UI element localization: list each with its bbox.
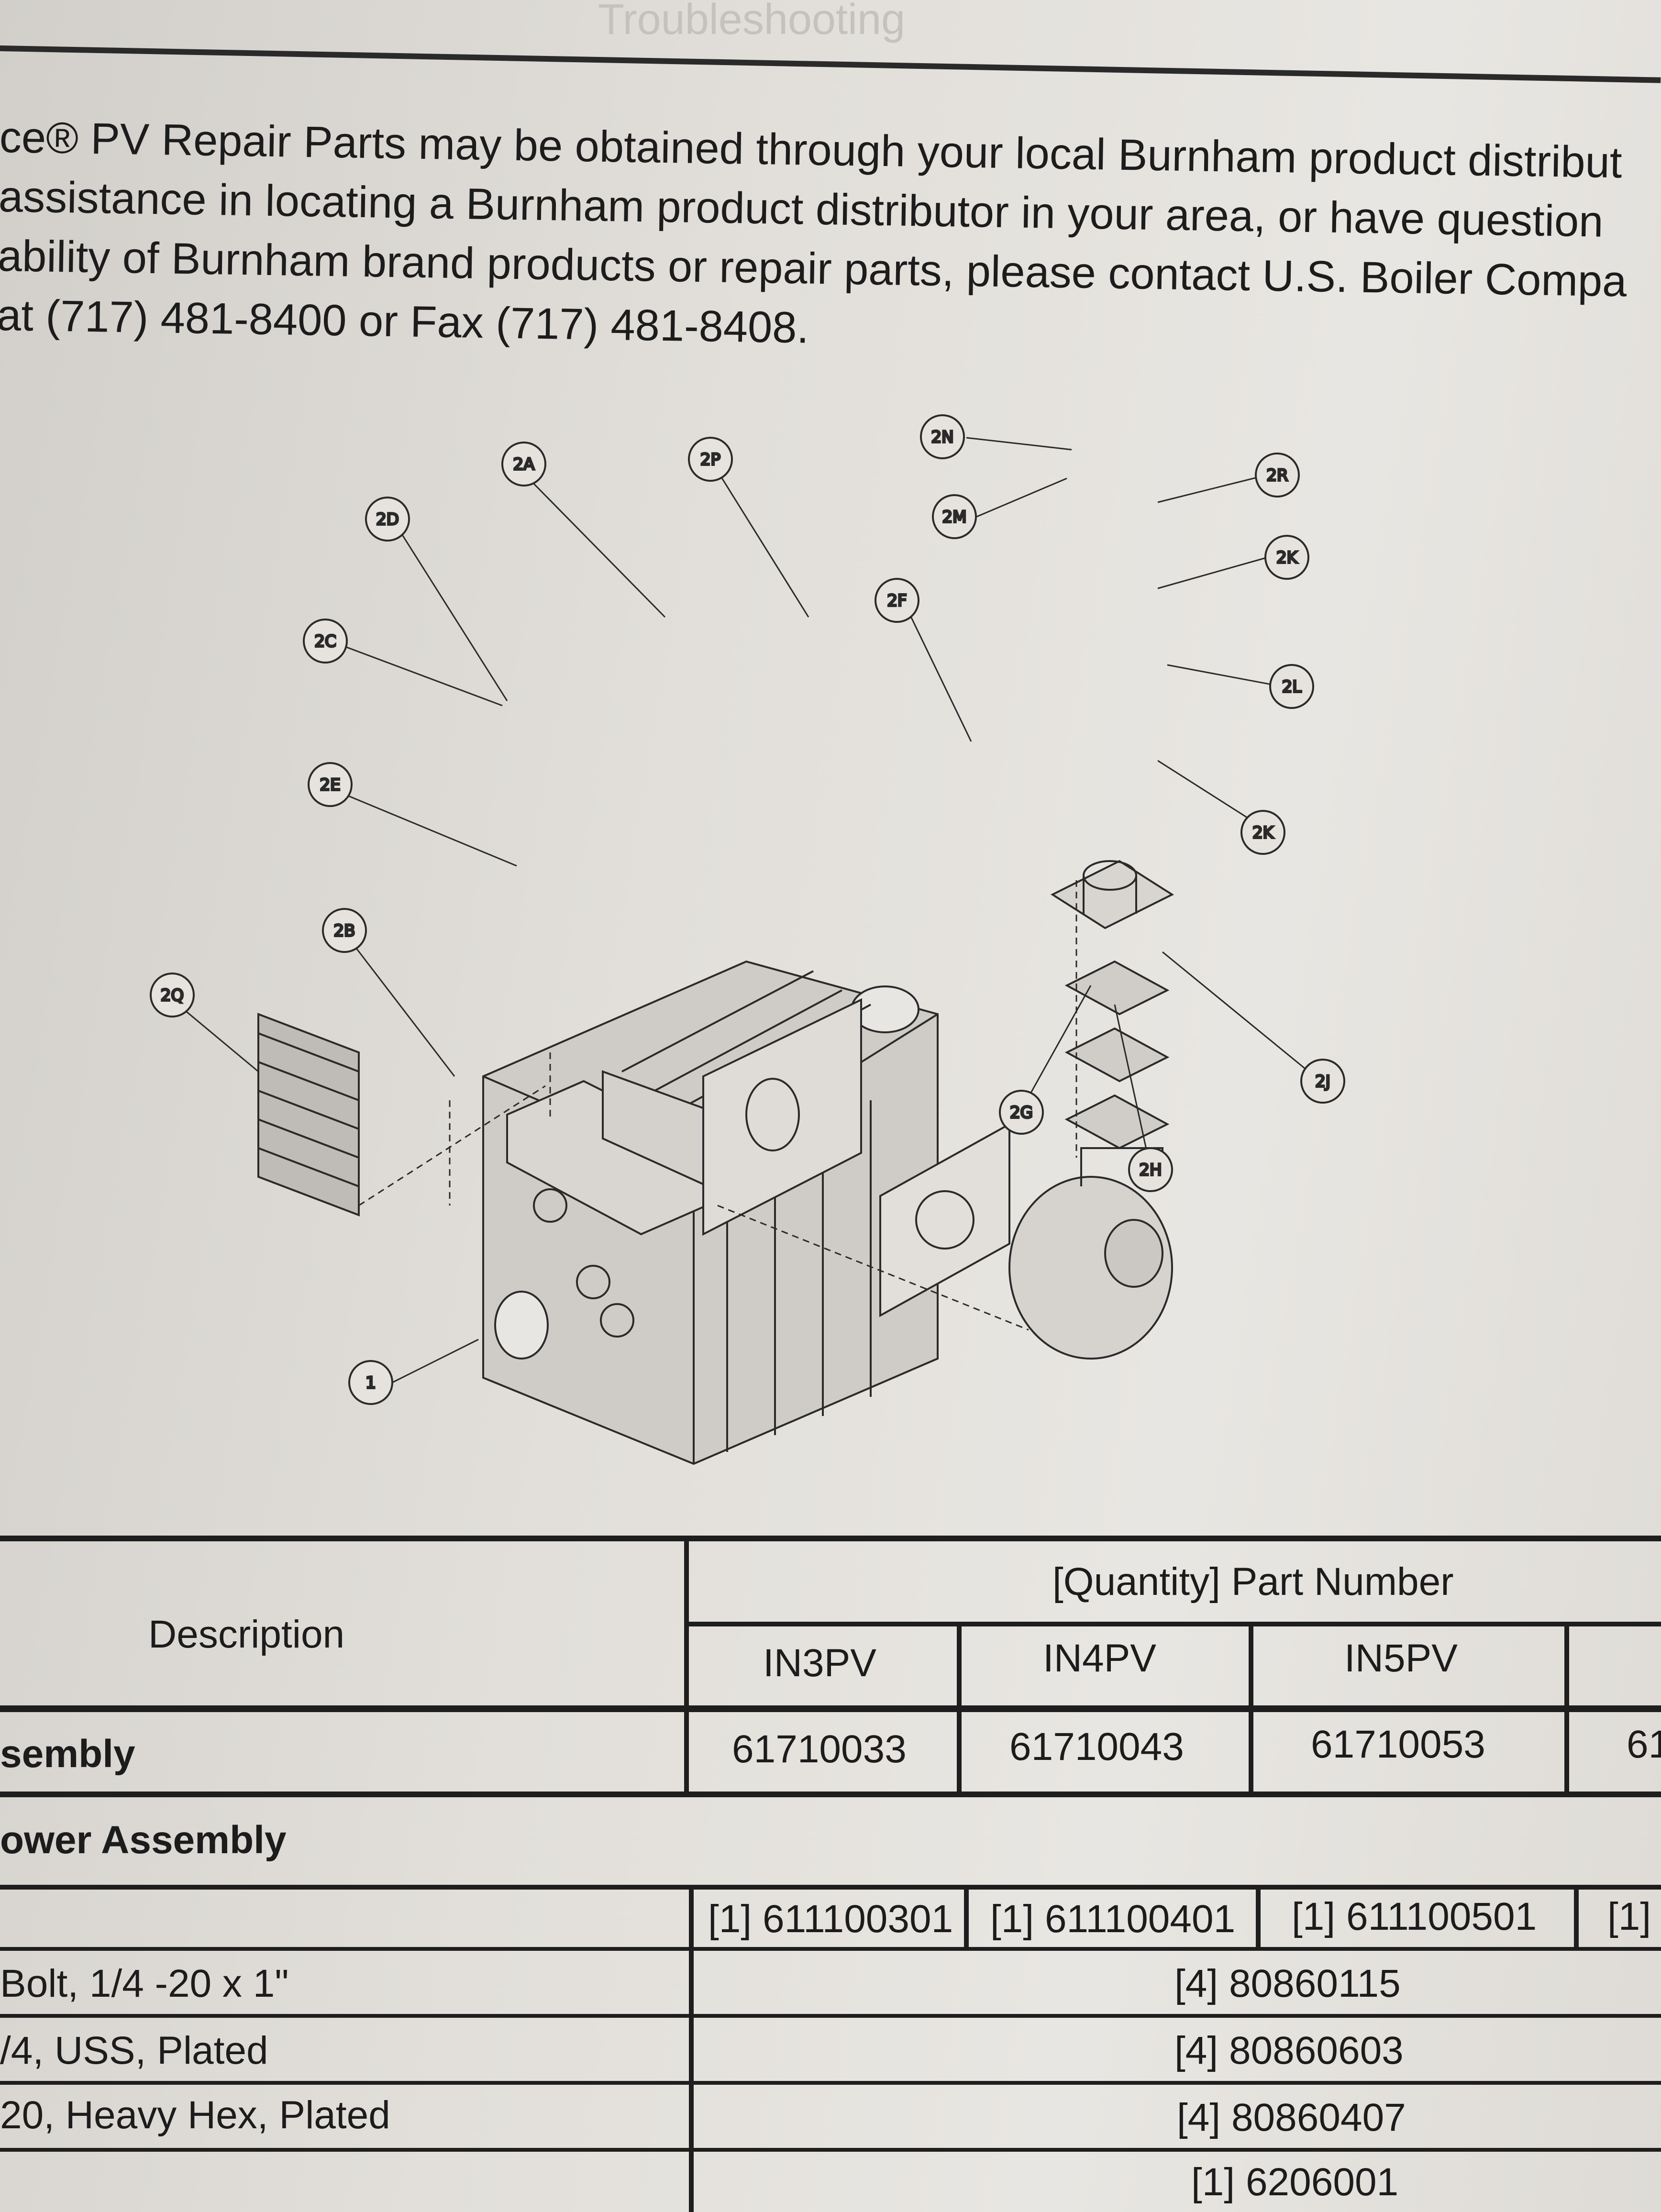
callout-2q: 2Q <box>150 973 195 1018</box>
svg-text:2N: 2N <box>931 428 953 447</box>
svg-text:2K: 2K <box>1276 548 1298 567</box>
model-in3pv: IN3PV <box>763 1641 876 1685</box>
blower-in4pv: [1] 611100401 <box>990 1897 1236 1941</box>
callout-2l: 2L <box>1269 664 1314 709</box>
callout-2m: 2M <box>932 494 977 539</box>
callout-2k: 2K <box>1264 535 1309 580</box>
blower-in5pv: [1] 611100501 <box>1292 1895 1537 1938</box>
section-title: ower Assembly <box>0 1818 287 1862</box>
svg-text:2J: 2J <box>1315 1072 1330 1091</box>
callout-1: 1 <box>348 1360 393 1405</box>
callout-2f: 2F <box>875 578 919 623</box>
bolt-part: [4] 80860115 <box>1174 1962 1401 2005</box>
svg-text:2A: 2A <box>513 455 535 474</box>
callout-2p: 2P <box>688 437 733 482</box>
model-in4pv: IN4PV <box>1043 1637 1156 1680</box>
washer-part: [4] 80860603 <box>1174 2029 1404 2072</box>
svg-text:2K: 2K <box>1252 823 1274 842</box>
svg-text:2C: 2C <box>314 632 336 651</box>
intro-paragraph: ce® PV Repair Parts may be obtained thro… <box>0 108 1661 372</box>
blower-in3pv: [1] 611100301 <box>708 1897 953 1941</box>
model-in5pv: IN5PV <box>1344 1637 1458 1680</box>
top-divider <box>0 45 1661 83</box>
side-panel-2q <box>257 1013 360 1217</box>
callout-2h: 2H <box>1128 1147 1173 1192</box>
gasket-2f <box>879 1122 1010 1317</box>
callout-2k: 2K <box>1240 810 1285 855</box>
svg-text:1: 1 <box>365 1373 376 1393</box>
burner-box <box>506 998 862 1236</box>
bolt-label: Bolt, 1/4 -20 x 1" <box>0 1962 289 2005</box>
assembly-label: sembly <box>0 1732 135 1776</box>
svg-text:2L: 2L <box>1282 677 1302 697</box>
svg-text:2P: 2P <box>700 450 720 469</box>
quantity-part-header: [Quantity] Part Number <box>1052 1560 1454 1604</box>
parts-table: [Quantity] Part Number Description IN3PV… <box>0 1536 1661 2212</box>
svg-text:2G: 2G <box>1010 1103 1033 1122</box>
callout-2e: 2E <box>308 762 353 807</box>
callout-2a: 2A <box>501 442 546 487</box>
callout-2d: 2D <box>365 497 410 542</box>
callout-2r: 2R <box>1255 453 1300 498</box>
washer-label: /4, USS, Plated <box>0 2029 268 2072</box>
exploded-parts-diagram: 2A 2P 2N 2M 2R 2D 2K 2C 2F 2L 2E 2K 2B 2… <box>150 414 1345 1465</box>
nut-label: 20, Heavy Hex, Plated <box>0 2093 390 2137</box>
assembly-in4pv: 61710043 <box>1009 1725 1184 1769</box>
last-row-part: [1] 6206001 <box>1191 2160 1399 2204</box>
svg-text:2D: 2D <box>376 510 399 529</box>
svg-text:2M: 2M <box>942 508 967 527</box>
description-header: Description <box>148 1613 345 1656</box>
callout-2j: 2J <box>1300 1059 1345 1104</box>
callouts: 2A 2P 2N 2M 2R 2D 2K 2C 2F 2L 2E 2K 2B 2… <box>150 414 1345 1405</box>
svg-text:2Q: 2Q <box>161 986 184 1005</box>
callout-2g: 2G <box>999 1090 1044 1135</box>
svg-text:2F: 2F <box>887 591 907 610</box>
assembly-next: 61 <box>1627 1723 1661 1766</box>
blower-assembly <box>1008 1147 1173 1360</box>
ghost-heading: Troubleshooting <box>598 0 906 44</box>
assembly-in5pv: 61710053 <box>1311 1723 1485 1766</box>
assembly-in3pv: 61710033 <box>732 1727 907 1771</box>
svg-text:2E: 2E <box>320 775 340 795</box>
blower-next: [1] <box>1607 1895 1651 1938</box>
nut-part: [4] 80860407 <box>1177 2096 1406 2139</box>
callout-2c: 2C <box>303 619 348 664</box>
callout-2n: 2N <box>920 414 965 459</box>
svg-text:2H: 2H <box>1139 1161 1162 1180</box>
svg-text:2R: 2R <box>1266 466 1288 485</box>
callout-2b: 2B <box>322 908 367 953</box>
svg-text:2B: 2B <box>334 921 355 940</box>
